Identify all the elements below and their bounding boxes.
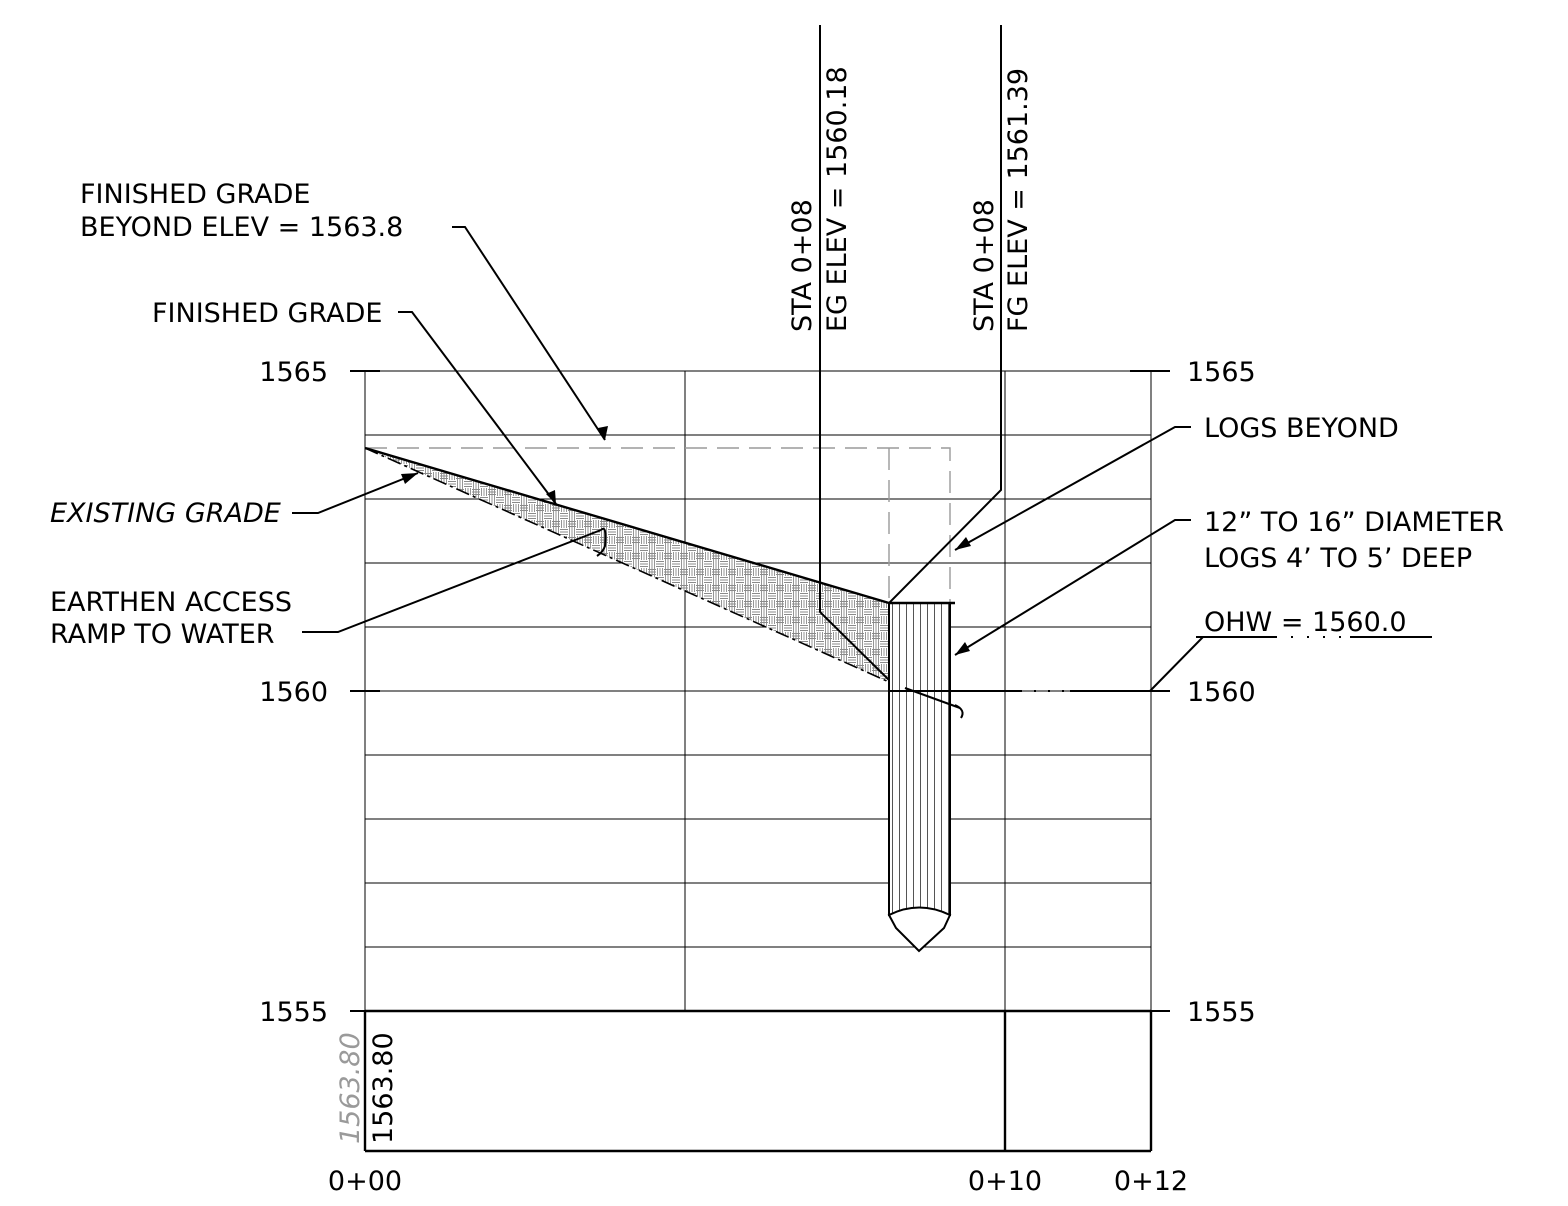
logs-diameter-label-2: LOGS 4’ TO 5’ DEEP [1204,543,1472,574]
bottom-fg-elev: 1563.80 [368,1032,399,1144]
elev-right-1555: 1555 [1187,997,1256,1028]
elev-left-1555: 1555 [259,997,328,1028]
elev-left-1565: 1565 [259,357,328,388]
finished-grade-line [364,446,890,605]
fg-beyond-label-1: FINISHED GRADE [80,179,310,210]
ohw-label: OHW = 1560.0 [1204,607,1407,638]
profile-grid [364,370,1152,1012]
eg-elev-label: EG ELEV = 1560.18 [822,66,853,332]
station-band [363,1009,1153,1153]
station-0-12: 0+12 [1114,1166,1188,1197]
leader-lines [292,25,1432,692]
eg-station-label: STA 0+08 [787,199,818,332]
finished-grade-label: FINISHED GRADE [152,298,382,329]
fg-elev-label: FG ELEV = 1561.39 [1003,68,1034,332]
hidden-lines [365,447,951,603]
logs-beyond-label: LOGS BEYOND [1204,413,1399,444]
fg-beyond-label-2: BEYOND ELEV = 1563.8 [80,212,403,243]
elev-right-1565: 1565 [1187,357,1256,388]
station-0-10: 0+10 [968,1166,1042,1197]
logs-diameter-label-1: 12” TO 16” DIAMETER [1204,507,1504,538]
existing-grade-line [364,447,890,683]
ramp-label-1: EARTHEN ACCESS [50,587,292,618]
log-column [887,601,955,953]
elev-right-1560: 1560 [1187,677,1256,708]
ramp-label-2: RAMP TO WATER [50,619,275,650]
bottom-eg-elev: 1563.80 [335,1032,366,1144]
water-line [889,687,1170,719]
fg-station-label: STA 0+08 [969,199,1000,332]
elev-left-1560: 1560 [259,677,328,708]
station-0-00: 0+00 [328,1166,402,1197]
existing-grade-label: EXISTING GRADE [50,498,281,529]
